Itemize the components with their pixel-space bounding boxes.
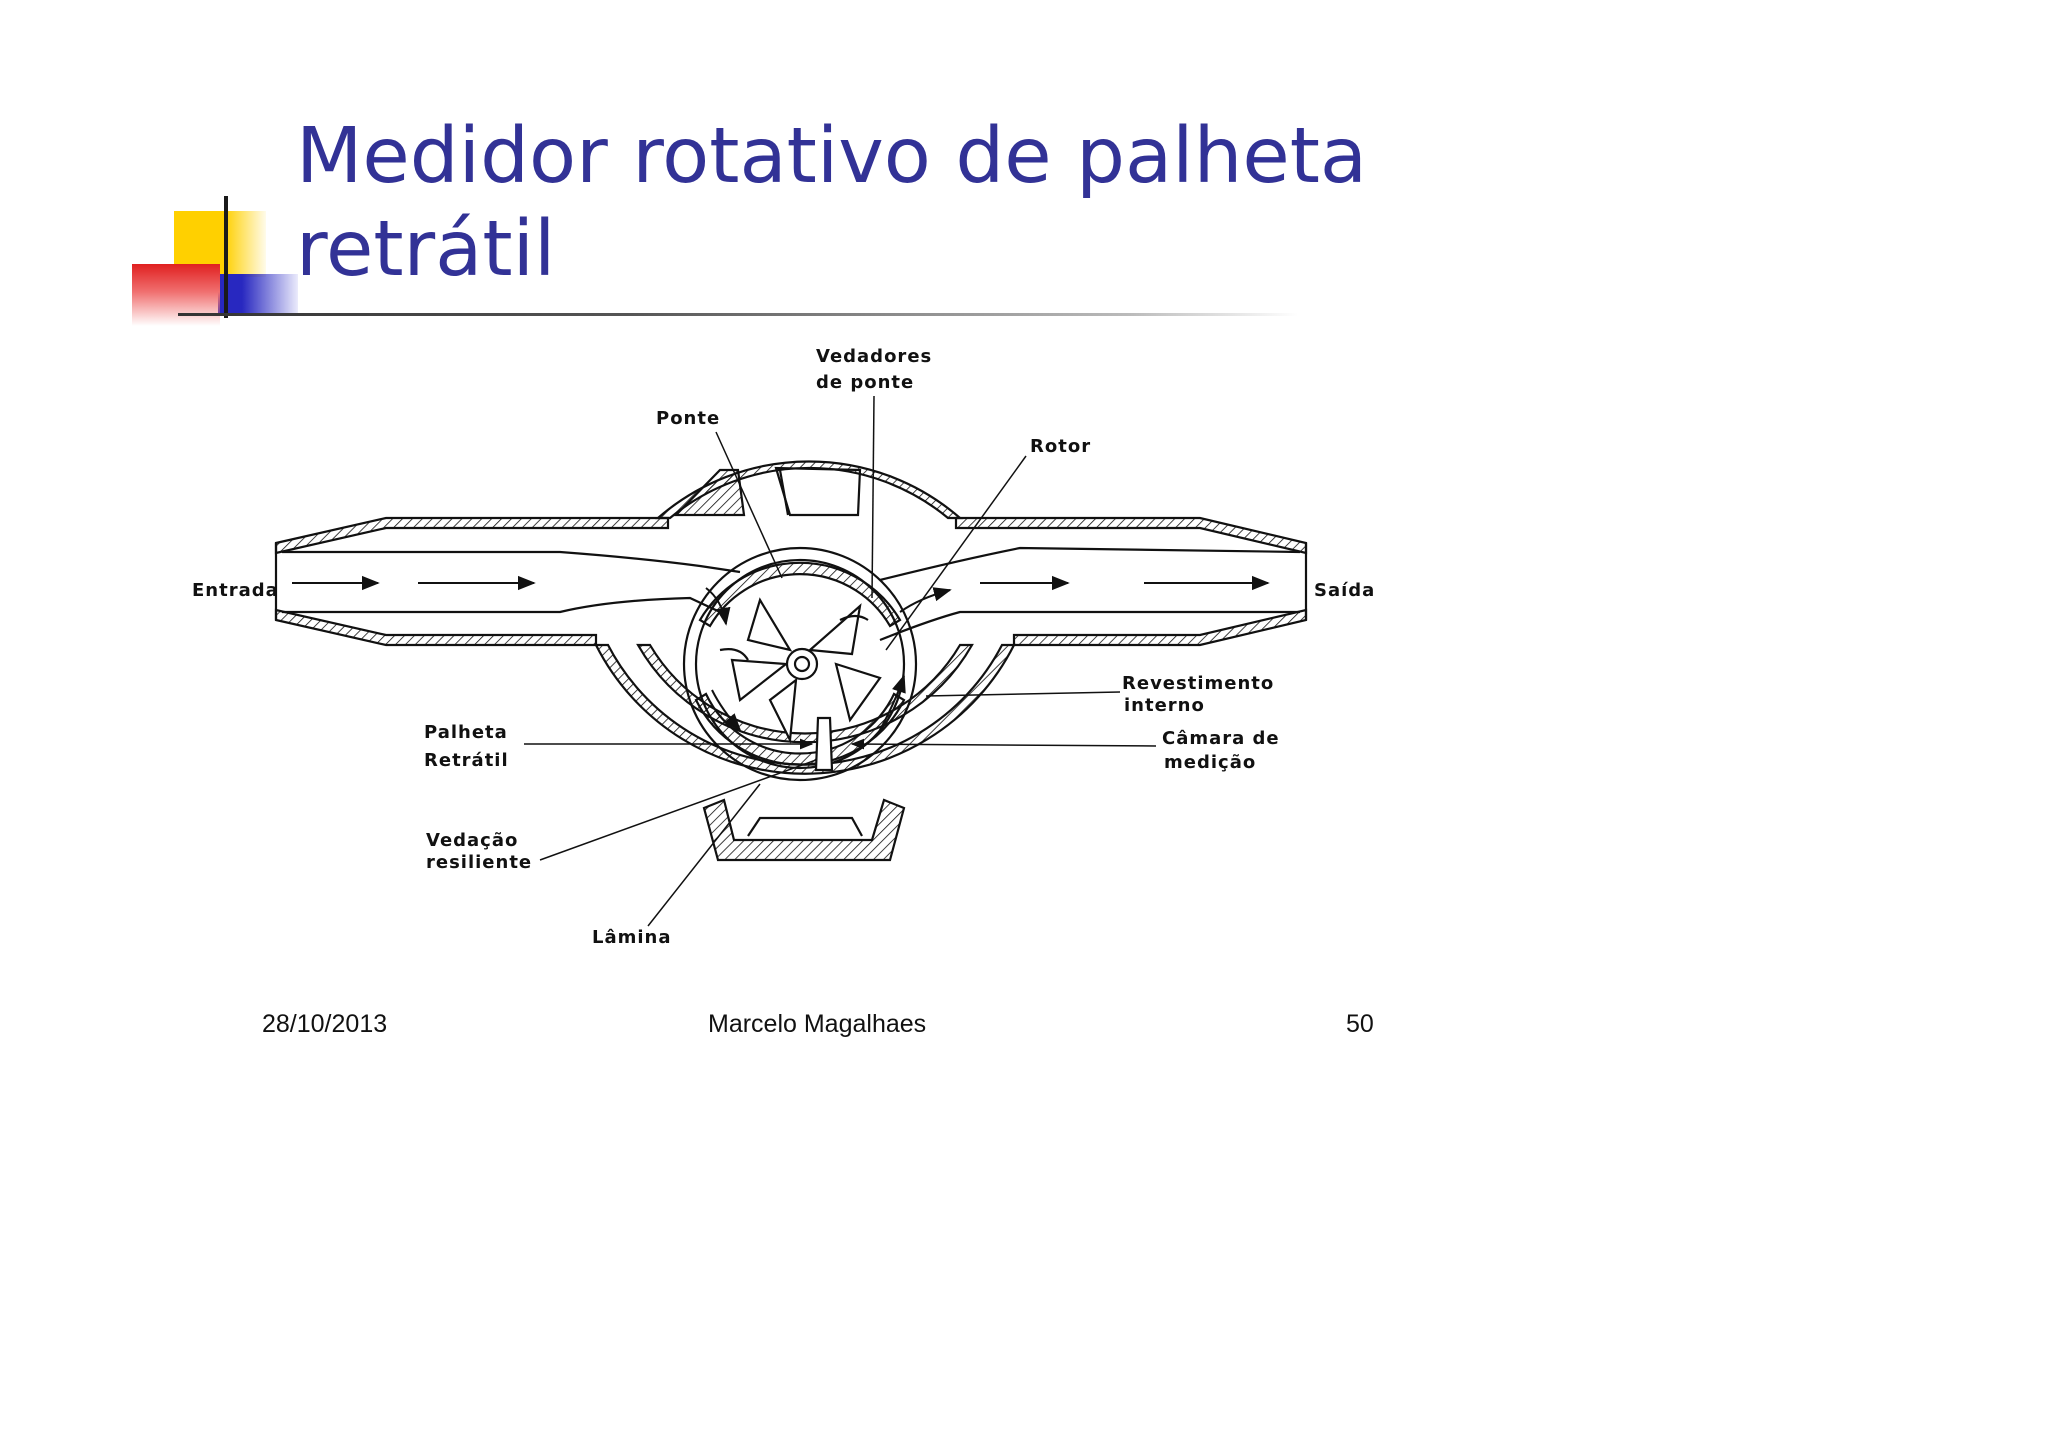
rotor-blade bbox=[746, 597, 793, 652]
label-vedacao-line1: Vedação bbox=[426, 830, 518, 851]
slide-title: Medidor rotativo de palheta retrátil bbox=[296, 112, 1368, 294]
label-camara-line2: medição bbox=[1164, 752, 1256, 773]
flow-arrows bbox=[292, 575, 1270, 732]
pipe-top-wall-right bbox=[954, 516, 1308, 555]
label-palheta-line1: Palheta bbox=[424, 722, 508, 743]
label-revestimento-line2: interno bbox=[1124, 695, 1205, 716]
deco-vertical-line bbox=[224, 196, 228, 318]
footer-author: Marcelo Magalhaes bbox=[708, 1010, 927, 1038]
label-revestimento-line1: Revestimento bbox=[1122, 673, 1274, 694]
label-palheta-line2: Retrátil bbox=[424, 750, 509, 771]
label-rotor: Rotor bbox=[1030, 436, 1091, 457]
rotor-housing bbox=[682, 546, 918, 782]
top-bridge-left bbox=[673, 468, 746, 517]
top-bridge-right bbox=[774, 466, 862, 517]
leader-lines bbox=[524, 395, 1157, 927]
label-lamina: Lâmina bbox=[592, 927, 672, 948]
pipe-top-wall bbox=[274, 516, 670, 555]
footer-page-number: 50 bbox=[1346, 1010, 1374, 1038]
bottom-bridge bbox=[702, 798, 906, 862]
label-entrada: Entrada bbox=[192, 580, 279, 601]
meter-diagram: Vedadores de ponte Ponte Rotor Entrada S… bbox=[192, 346, 1375, 948]
meter-body bbox=[274, 460, 1308, 862]
label-saida: Saída bbox=[1314, 580, 1375, 601]
pipe-bottom-wall bbox=[274, 608, 598, 647]
label-vedadores-line1: Vedadores bbox=[816, 346, 932, 367]
label-vedacao-line2: resiliente bbox=[426, 852, 532, 873]
flow-channel-lower bbox=[282, 596, 721, 614]
label-ponte: Ponte bbox=[656, 408, 720, 429]
label-camara-line1: Câmara de bbox=[1162, 728, 1280, 749]
retractable-vane bbox=[814, 716, 834, 772]
footer-date: 28/10/2013 bbox=[262, 1010, 388, 1038]
slide: Medidor rotativo de palheta retrátil bbox=[132, 112, 1375, 1038]
flow-channel-upper bbox=[282, 550, 741, 574]
title-rule bbox=[178, 313, 1298, 316]
deco-blue-square bbox=[218, 274, 298, 316]
pipe-bottom-wall-right bbox=[1012, 608, 1308, 647]
label-vedadores-line2: de ponte bbox=[816, 372, 914, 393]
